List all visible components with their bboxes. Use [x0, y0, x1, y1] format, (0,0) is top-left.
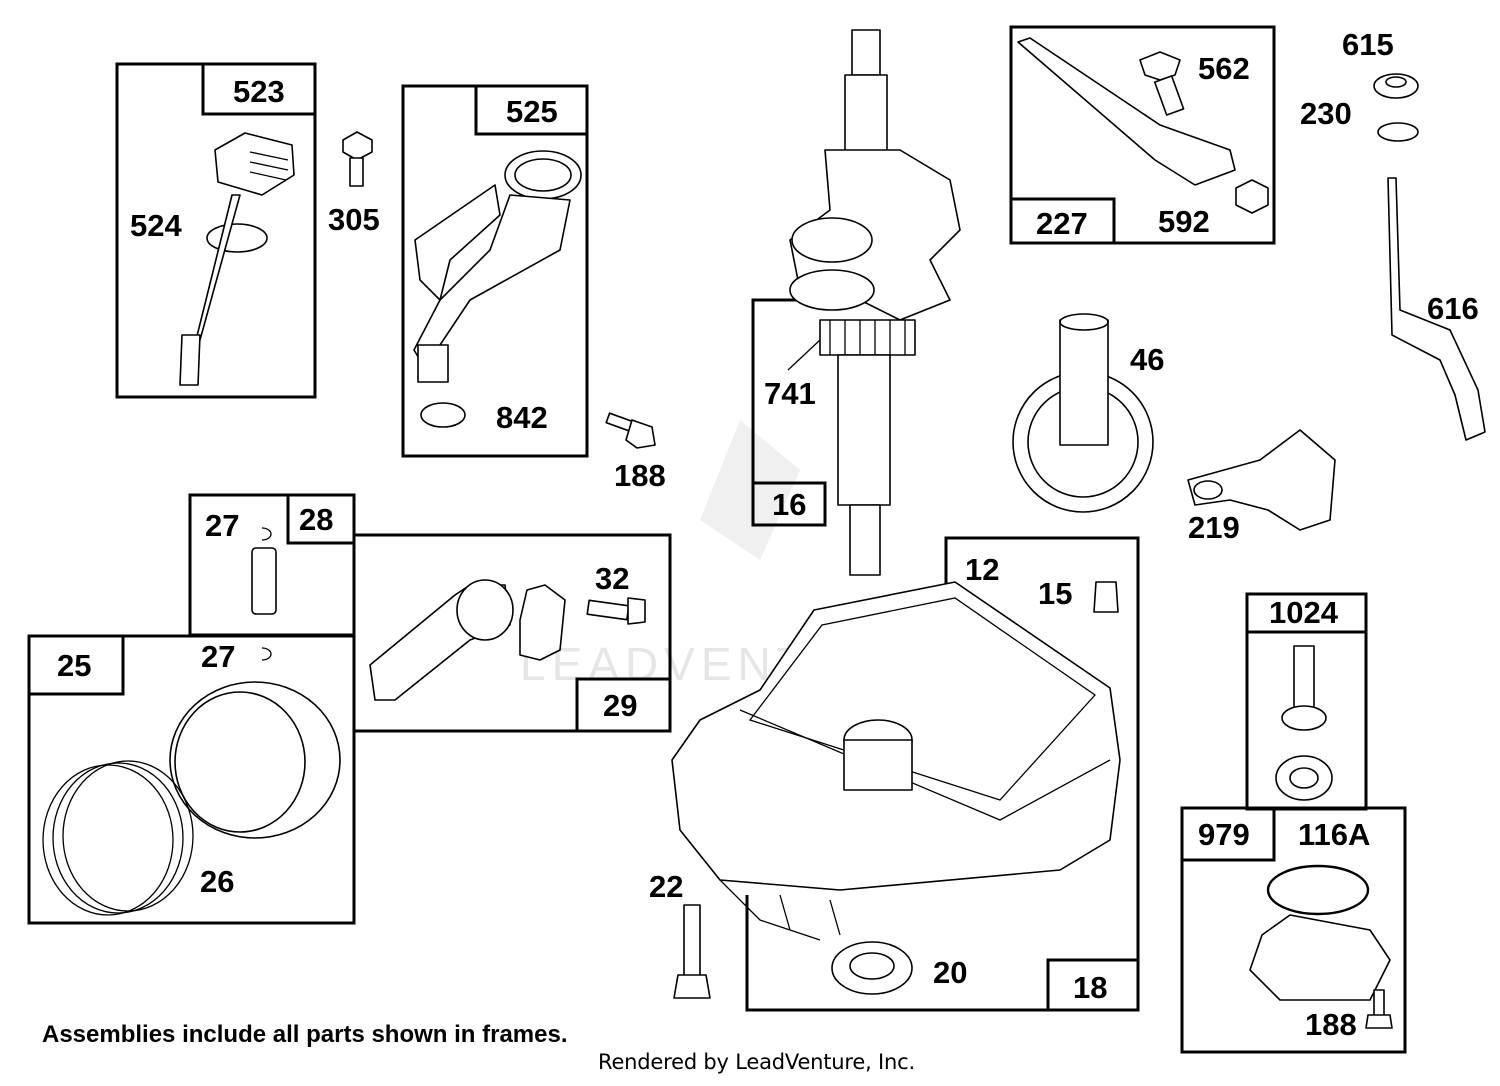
label-842: 842: [496, 400, 548, 435]
label-26: 26: [200, 864, 234, 899]
dipstick-part: [179, 132, 295, 386]
label-18: 18: [1073, 970, 1107, 1005]
assembly-note: Assemblies include all parts shown in fr…: [42, 1021, 568, 1048]
label-741: 741: [764, 376, 816, 411]
dipstick-assembly-frame: 523 524: [115, 62, 317, 399]
render-credit: Rendered by LeadVenture, Inc.: [598, 1050, 915, 1074]
oil-fill-tube-part: [413, 150, 582, 428]
connecting-rod-frame: 32 29: [352, 533, 672, 733]
label-25: 25: [57, 648, 91, 683]
oil-pump-shaft-part: [1275, 645, 1333, 801]
oil-fill-tube-frame: 525 842: [401, 84, 589, 458]
label-12: 12: [965, 552, 999, 587]
piston-frame: 25 27 26: [27, 634, 356, 925]
label-16: 16: [772, 487, 806, 522]
label-28: 28: [299, 502, 333, 537]
label-525: 525: [506, 94, 558, 129]
label-46: 46: [1130, 342, 1164, 377]
label-27-lower: 27: [201, 639, 235, 674]
crankshaft-frame: 16 741: [751, 29, 961, 576]
governor-part: [1187, 429, 1336, 531]
label-116a: 116A: [1298, 817, 1370, 852]
oil-pump-cover-part: [1249, 864, 1393, 1029]
label-27-upper: 27: [205, 508, 239, 543]
camshaft-part: [1012, 313, 1154, 513]
sump-part: [671, 581, 1121, 995]
label-188-lower: 188: [1305, 1007, 1357, 1042]
label-32: 32: [595, 561, 629, 596]
label-219: 219: [1188, 510, 1240, 545]
label-29: 29: [603, 688, 637, 723]
crankshaft-part: [787, 29, 961, 576]
label-227: 227: [1036, 206, 1088, 241]
label-305: 305: [328, 202, 380, 237]
label-592: 592: [1158, 204, 1210, 239]
label-979: 979: [1198, 817, 1250, 852]
label-20: 20: [933, 955, 967, 990]
governor-link-part: [1017, 37, 1269, 214]
piston-part: [42, 647, 341, 916]
label-230: 230: [1300, 96, 1352, 131]
label-524: 524: [130, 208, 182, 243]
piston-pin-part: [251, 527, 277, 615]
oil-pump-frame: 1024: [1245, 592, 1368, 811]
governor-shaft-parts: [1373, 73, 1486, 441]
bolt-305: [342, 131, 373, 187]
label-562: 562: [1198, 51, 1250, 86]
label-188-upper: 188: [614, 458, 666, 493]
label-615: 615: [1342, 27, 1394, 62]
oil-pump-cover-frame: 979 116A 188: [1180, 806, 1407, 1054]
connecting-rod-part: [369, 579, 646, 701]
label-616: 616: [1427, 291, 1479, 326]
label-1024: 1024: [1269, 595, 1339, 630]
governor-link-frame: 562 227 592: [1009, 25, 1276, 245]
label-523: 523: [233, 74, 285, 109]
bolt-188-upper: [605, 412, 656, 449]
bolt-22: [673, 904, 711, 999]
piston-pin-frame: 27 28: [188, 493, 356, 637]
label-22: 22: [649, 869, 683, 904]
label-15: 15: [1038, 576, 1072, 611]
sump-frame: 12 15 18 20: [671, 536, 1140, 1012]
